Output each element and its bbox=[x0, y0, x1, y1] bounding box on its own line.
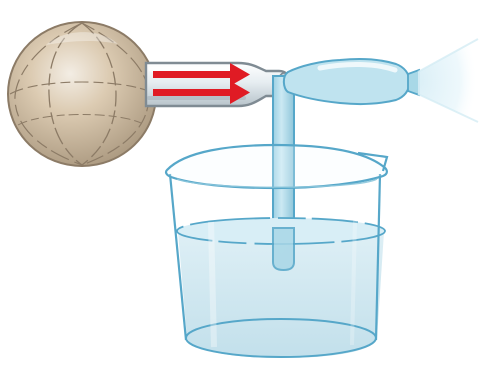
spray-mist bbox=[418, 39, 478, 122]
bulb-body bbox=[8, 22, 156, 166]
submerged-tube-end bbox=[273, 228, 294, 270]
spray-nozzle bbox=[408, 70, 419, 95]
air-tube bbox=[146, 63, 290, 106]
beaker-front-glare bbox=[211, 222, 214, 347]
rubber-bulb bbox=[8, 22, 156, 166]
beaker-rim bbox=[166, 145, 387, 188]
